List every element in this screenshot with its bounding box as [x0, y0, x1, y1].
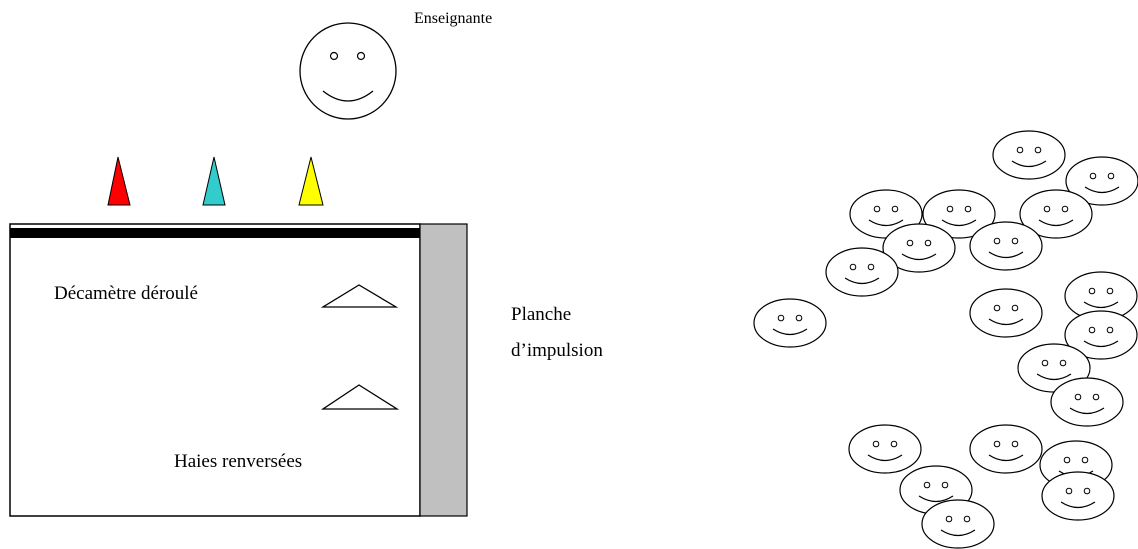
student-face-icon	[1050, 377, 1124, 427]
hurdle-triangle-icon	[320, 384, 400, 410]
teacher-label: Enseignante	[414, 10, 493, 27]
student-face-icon	[825, 247, 899, 297]
student-face-icon	[1041, 471, 1115, 521]
student-face-icon	[1019, 189, 1093, 239]
teacher-icon	[299, 22, 397, 120]
student-face-icon	[848, 424, 922, 474]
hurdle-triangle-icon	[320, 284, 399, 308]
student-face-icon	[992, 130, 1066, 180]
students-group	[753, 130, 1138, 549]
student-face-icon	[969, 221, 1043, 271]
cone-cyan-icon	[202, 156, 226, 206]
cone-yellow-icon	[298, 156, 324, 206]
student-face-icon	[921, 499, 995, 549]
student-face-icon	[753, 298, 827, 348]
student-face-icon	[922, 189, 996, 239]
tape-label: Décamètre déroulé	[54, 283, 198, 304]
student-face-icon	[1064, 310, 1138, 360]
board-label-line1: Planche	[511, 304, 572, 325]
student-face-icon	[882, 223, 956, 273]
takeoff-board	[419, 223, 468, 517]
student-face-icon	[1064, 271, 1138, 321]
measuring-tape	[10, 228, 420, 238]
board-label-line2: d’impulsion	[511, 340, 603, 361]
sand-pit	[9, 223, 421, 517]
student-face-icon	[969, 288, 1043, 338]
student-face-icon	[1065, 156, 1138, 206]
hurdles-label: Haies renversées	[174, 451, 303, 472]
cones	[107, 156, 324, 206]
student-face-icon	[969, 424, 1043, 474]
cone-red-icon	[107, 156, 131, 206]
